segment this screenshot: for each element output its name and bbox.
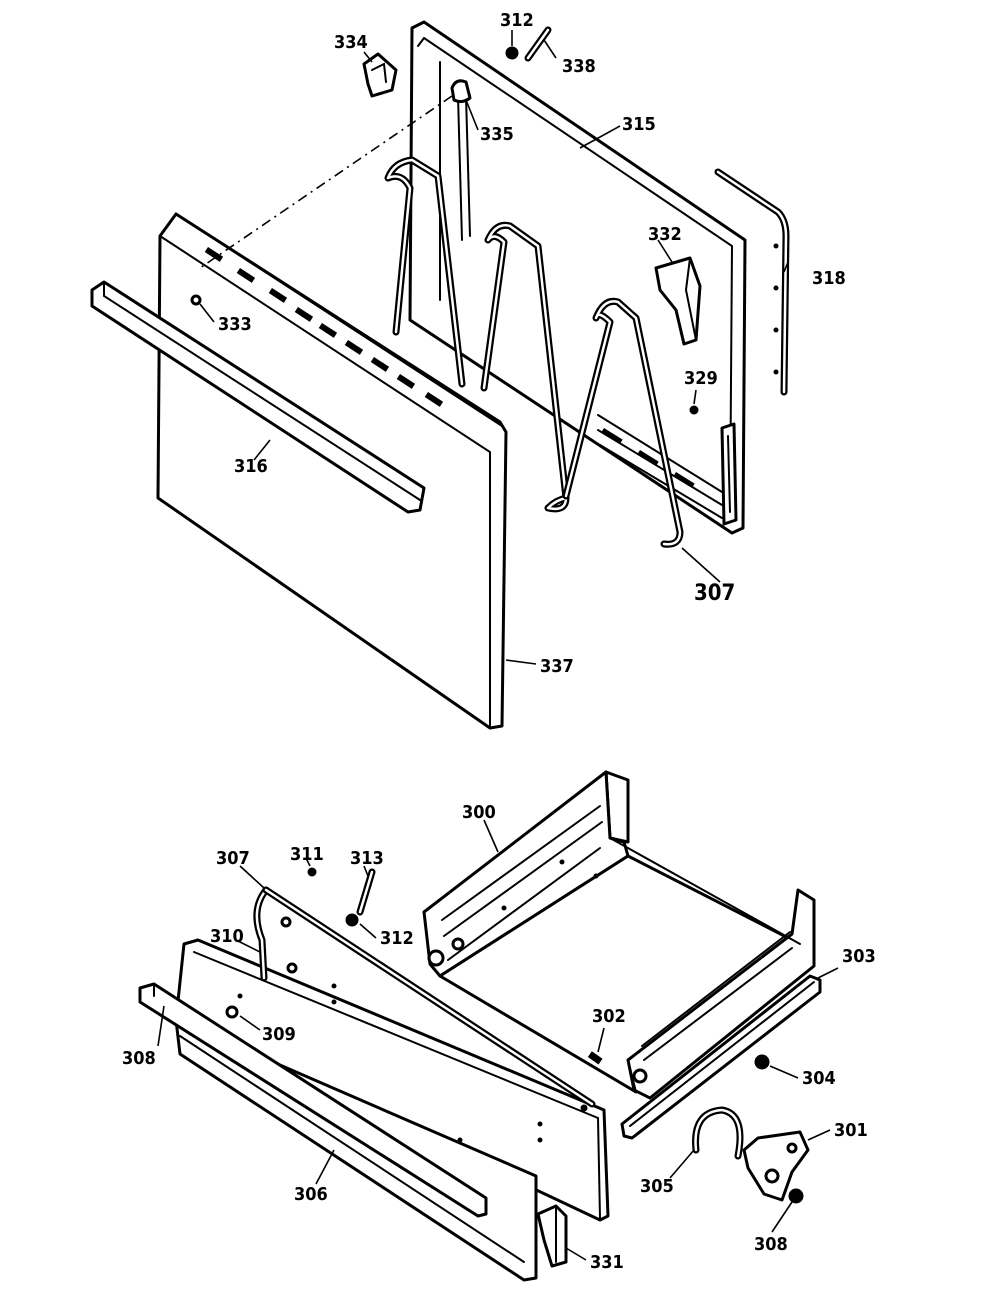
callout-318: 318 bbox=[812, 268, 846, 289]
drawer-handle-308 bbox=[138, 982, 488, 1218]
liner-louvers bbox=[597, 414, 723, 519]
clip-hole-2 bbox=[286, 962, 298, 974]
callout-303: 303 bbox=[842, 946, 876, 967]
callout-310: 310 bbox=[210, 926, 244, 947]
callout-307-upper: 307 bbox=[694, 581, 735, 606]
clip-302 bbox=[587, 1051, 603, 1065]
latch-bracket-332 bbox=[654, 256, 702, 346]
callout-300: 300 bbox=[462, 802, 496, 823]
callout-332: 332 bbox=[648, 224, 682, 245]
drawer-slide-rail-303 bbox=[620, 974, 822, 1140]
drawer-front-panel bbox=[174, 938, 610, 1222]
callout-316: 316 bbox=[234, 456, 268, 477]
screw-309 bbox=[225, 1005, 239, 1019]
insulation-retainer-wire-307 bbox=[562, 297, 684, 548]
callout-309: 309 bbox=[262, 1024, 296, 1045]
callout-331: 331 bbox=[590, 1252, 624, 1273]
drawer-stop-bracket-301 bbox=[742, 1130, 810, 1202]
screw-313 bbox=[356, 868, 376, 916]
drawer-bracket-331 bbox=[536, 1204, 568, 1268]
screw-333 bbox=[190, 294, 202, 306]
callout-304: 304 bbox=[802, 1068, 836, 1089]
door-handle-316 bbox=[90, 280, 426, 514]
nut-304 bbox=[754, 1054, 770, 1070]
insulation-retainer-wire-1 bbox=[384, 156, 466, 388]
screw-308-lower bbox=[788, 1188, 804, 1204]
door-hinge-strip bbox=[720, 422, 738, 526]
lower-callouts: 300 307 311 313 312 310 309 308 303 302 … bbox=[122, 802, 876, 1273]
door-vent-slots bbox=[204, 247, 444, 407]
callout-315: 315 bbox=[622, 114, 656, 135]
door-outer-panel-337 bbox=[156, 212, 508, 730]
callout-329: 329 bbox=[684, 368, 718, 389]
upper-leader-lines bbox=[199, 30, 789, 665]
nut-312-lower bbox=[345, 913, 359, 927]
callout-311: 311 bbox=[290, 844, 324, 865]
insulation-retainer-wire-2 bbox=[480, 221, 570, 513]
callout-301: 301 bbox=[834, 1120, 868, 1141]
drawer-body-300 bbox=[422, 770, 816, 1100]
callout-312-lower: 312 bbox=[380, 928, 414, 949]
callout-302: 302 bbox=[592, 1006, 626, 1027]
callout-335: 335 bbox=[480, 124, 514, 145]
hinge-clip-335 bbox=[450, 79, 472, 104]
screw-329 bbox=[689, 405, 699, 415]
screw-338 bbox=[524, 26, 552, 62]
callout-337: 337 bbox=[540, 656, 574, 677]
drawer-trim-face bbox=[174, 1018, 538, 1282]
clip-hole bbox=[280, 916, 292, 928]
callout-313: 313 bbox=[350, 848, 384, 869]
callout-308-lower: 308 bbox=[754, 1234, 788, 1255]
hinge-bracket-334 bbox=[362, 52, 398, 98]
upper-callouts: 334 312 338 335 315 318 332 329 333 316 … bbox=[218, 10, 846, 677]
callout-312-upper: 312 bbox=[500, 10, 534, 31]
lower-leader-lines bbox=[157, 819, 839, 1261]
alignment-line bbox=[199, 95, 453, 269]
callout-338: 338 bbox=[562, 56, 596, 77]
callout-305: 305 bbox=[640, 1176, 674, 1197]
callout-307-lower: 307 bbox=[216, 848, 250, 869]
callout-333: 333 bbox=[218, 314, 252, 335]
nut-312-top bbox=[505, 46, 519, 60]
door-gasket-318 bbox=[714, 168, 790, 396]
callout-334: 334 bbox=[334, 32, 368, 53]
drawer-gasket-310 bbox=[253, 886, 596, 1108]
screw-311 bbox=[307, 867, 317, 877]
callout-306: 306 bbox=[294, 1184, 328, 1205]
callout-308-left: 308 bbox=[122, 1048, 156, 1069]
